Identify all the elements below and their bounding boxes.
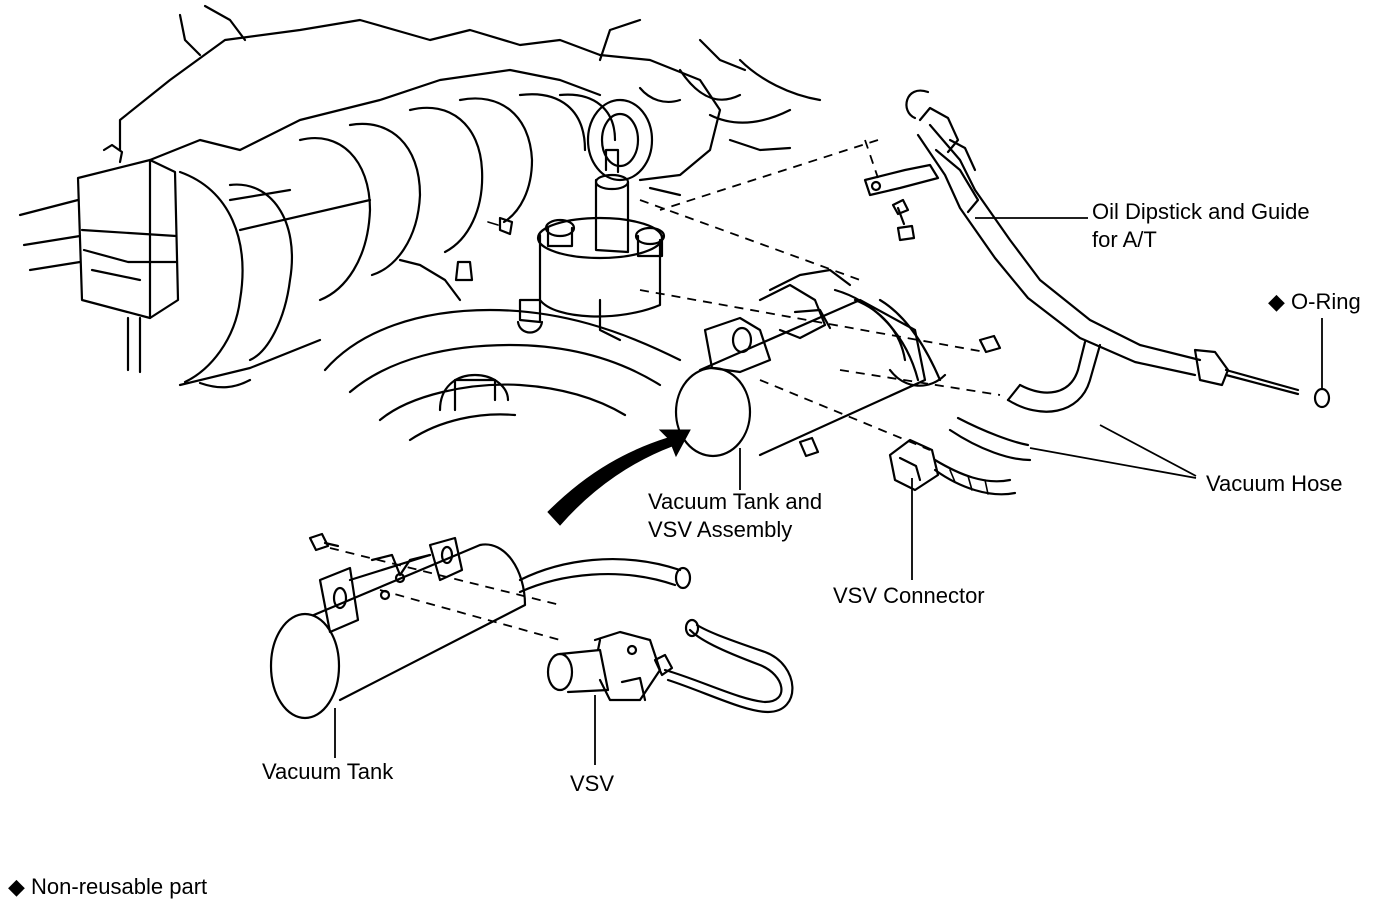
leader-vacuum-hose [1099, 424, 1197, 477]
vsv-connector [888, 438, 1017, 496]
o-ring-part [1313, 387, 1331, 409]
vacuum-tank-vsv-assembly [674, 268, 947, 458]
alignment-line [329, 547, 561, 606]
label-vacuum-tank-vsv-line1: Vacuum Tank and [648, 489, 823, 514]
label-vsv-connector: VSV Connector [833, 583, 985, 608]
black-diamond-icon: ◆ [1268, 289, 1285, 314]
nut [798, 436, 820, 458]
alignment-line [864, 139, 879, 179]
o-ring-text: O-Ring [1291, 289, 1361, 314]
alignment-line [639, 199, 861, 281]
label-vacuum-tank: Vacuum Tank [262, 759, 394, 784]
leader-vacuum-hose [1029, 447, 1197, 479]
alignment-line [639, 289, 986, 353]
legend-text: Non-reusable part [31, 874, 208, 899]
alignment-line [659, 139, 879, 211]
label-vsv: VSV [570, 771, 615, 796]
nut [978, 334, 1002, 354]
label-vacuum-tank-vsv-line2: VSV Assembly [648, 517, 793, 542]
oil-dipstick-guide [863, 89, 1300, 396]
vsv-exploded [546, 618, 794, 714]
label-oil-dipstick: Oil Dipstick and Guide [1092, 199, 1310, 224]
engine-intake-manifold [18, 4, 822, 442]
legend: ◆ Non-reusable part [8, 873, 207, 901]
label-o-ring: ◆ O-Ring [1268, 288, 1361, 316]
black-diamond-icon: ◆ [8, 874, 25, 899]
installation-arrow [547, 429, 691, 526]
vacuum-hose [948, 340, 1102, 462]
label-vacuum-hose: Vacuum Hose [1206, 471, 1343, 496]
label-oil-dipstick-line2: for A/T [1092, 227, 1157, 252]
vacuum-tank-exploded [269, 532, 692, 720]
